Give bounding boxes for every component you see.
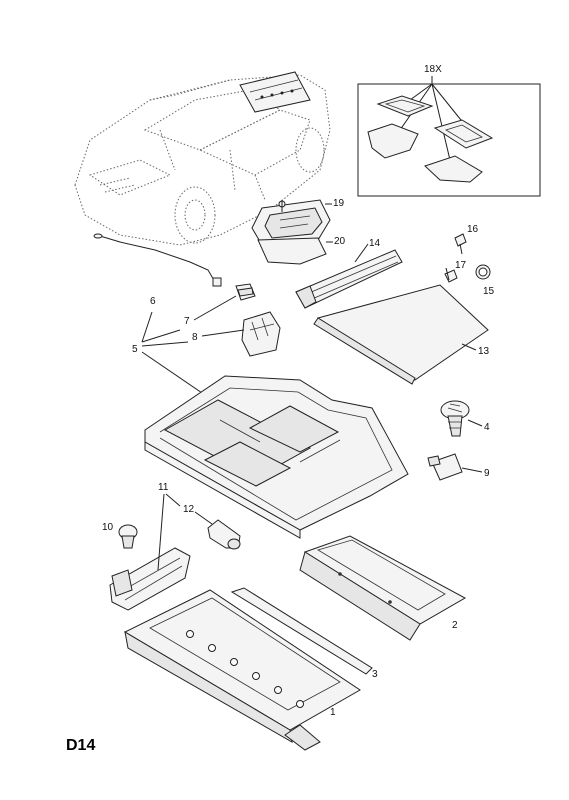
part-9-hook: 9 [427, 453, 490, 481]
callout-3: 3 [372, 669, 378, 680]
part-15-ring: 15 [475, 264, 495, 297]
callout-7: 7 [184, 316, 190, 327]
callout-1: 1 [330, 707, 336, 718]
callout-2: 2 [452, 620, 458, 631]
part-16-screw: 16 [454, 224, 479, 255]
part-4-push-clip: 4 [440, 400, 490, 437]
callout-4: 4 [484, 422, 490, 433]
part-6-cable: 6 [93, 233, 222, 307]
part-1-rear-shelf: 1 [123, 589, 361, 751]
part-5-leaders: 5 [132, 311, 206, 396]
callout-20: 20 [334, 236, 346, 247]
part-7-clip: 7 [184, 283, 256, 327]
part-14-roller-housing: 14 [295, 238, 403, 309]
callout-11: 11 [158, 482, 169, 493]
part-17-screw: 17 [444, 260, 467, 283]
part-12-pin: 12 [183, 504, 241, 550]
callout-8: 8 [192, 332, 198, 343]
callout-16: 16 [467, 224, 479, 235]
part-10-button-clip: 10 [102, 522, 138, 549]
inset-18x-box: 18X [357, 64, 541, 197]
part-11-side-bracket: 11 [109, 482, 191, 611]
callout-19: 19 [333, 198, 345, 209]
callout-13: 13 [478, 346, 490, 357]
inset-label: 18X [424, 64, 442, 75]
diagram-code: D14 [66, 737, 95, 754]
parcel-shelf-tray [144, 375, 409, 539]
callout-10: 10 [102, 522, 114, 533]
callout-5: 5 [132, 344, 138, 355]
car-outline [74, 71, 331, 246]
callout-17: 17 [455, 260, 467, 271]
callout-14: 14 [369, 238, 381, 249]
callout-15: 15 [483, 286, 495, 297]
callout-12: 12 [183, 504, 195, 515]
part-3-trim-strip: 3 [230, 587, 378, 680]
part-8-bracket: 8 [192, 311, 281, 357]
callout-6: 6 [150, 296, 156, 307]
part-13-roller-blind: 13 [313, 284, 490, 385]
callout-9: 9 [484, 468, 490, 479]
part-2-panel: 2 [299, 535, 467, 641]
part-19-20-lamp: 19 20 [251, 198, 346, 265]
